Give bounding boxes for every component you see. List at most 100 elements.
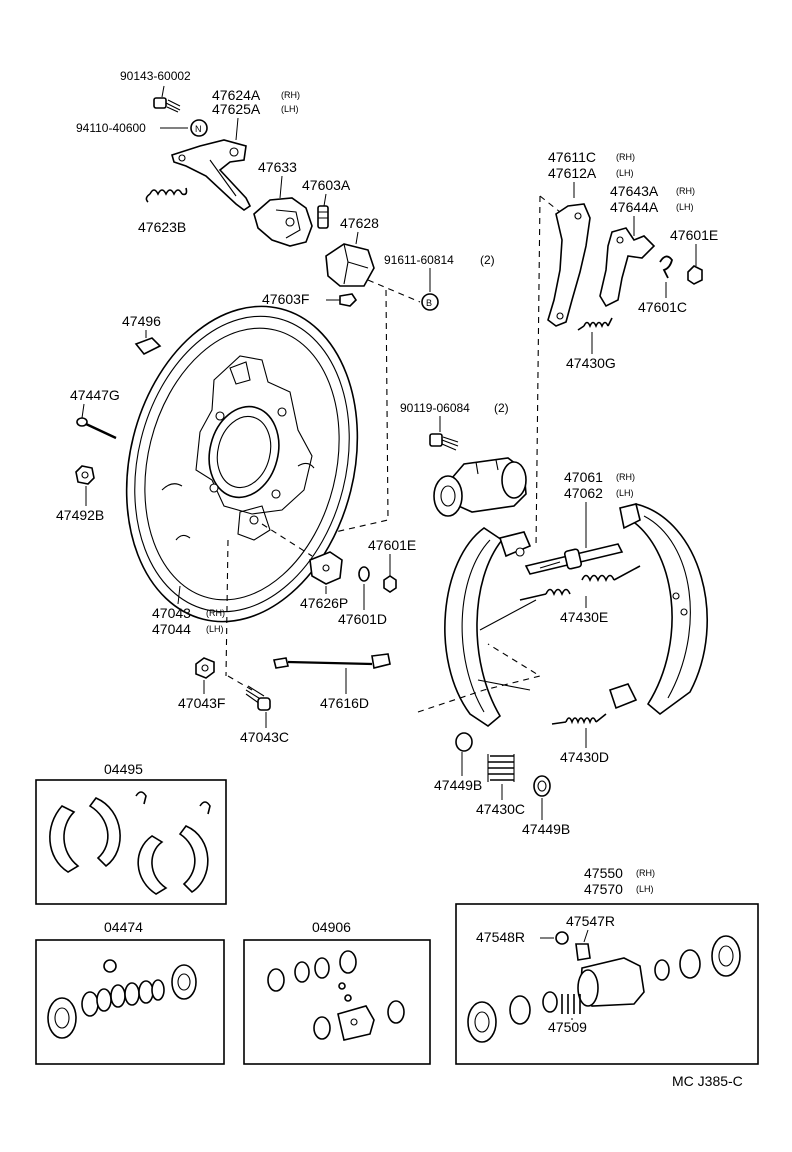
label-47643A: 47643A: [610, 183, 659, 199]
svg-text:B: B: [426, 298, 432, 308]
nut-47601E-top: [687, 265, 703, 285]
label-90119-06084-qty: (2): [494, 401, 509, 415]
label-47601E-top: 47601E: [670, 227, 718, 243]
parking-brake-lever: [171, 139, 252, 211]
label-90119-06084: 90119-06084: [400, 401, 470, 415]
label-47603A: 47603A: [302, 177, 351, 193]
spring-icon: [145, 187, 188, 203]
label-47624A: 47624A: [212, 87, 261, 103]
cap-47449B-left: [455, 732, 473, 752]
pin-47603A: [317, 205, 329, 229]
kit-box-04474: [35, 939, 225, 1065]
nut-47601E-mid: [383, 575, 397, 593]
label-47612A: 47612A: [548, 165, 597, 181]
label-47449B-right: 47449B: [522, 821, 570, 837]
parking-lever-47611C: [547, 203, 591, 327]
label-47062: 47062: [564, 485, 603, 501]
wheel-cylinder: [433, 457, 527, 517]
bolt-90119-06084: [429, 433, 459, 451]
label-47644A: 47644A: [610, 199, 659, 215]
bracket-47626P: [309, 551, 343, 585]
label-47550-rh: (RH): [636, 868, 655, 878]
label-47570-lh: (LH): [636, 884, 654, 894]
label-47430C: 47430C: [476, 801, 525, 817]
catalog-code: MC J385-C: [672, 1073, 743, 1089]
label-47601D: 47601D: [338, 611, 387, 627]
label-47611C: 47611C: [548, 149, 596, 165]
label-47044: 47044: [152, 621, 191, 637]
label-47550: 47550: [584, 865, 623, 881]
label-47496: 47496: [122, 313, 161, 329]
adjuster-block: [325, 243, 375, 287]
label-47430D: 47430D: [560, 749, 609, 765]
kit-04906-parts: [267, 950, 405, 1041]
label-91611-60814: 91611-60814: [384, 253, 454, 267]
label-47625A: 47625A: [212, 101, 261, 117]
kit-04474-parts: [47, 959, 197, 1039]
spring-47430D: [551, 713, 607, 725]
label-47611C-rh: (RH): [616, 152, 635, 162]
kit-04495-shoes: [49, 791, 211, 895]
clip-47603F: [339, 293, 358, 307]
adjuster-strut-47061: [524, 543, 624, 575]
label-47061-rh: (RH): [616, 472, 635, 482]
nut-icon: [75, 465, 95, 485]
brake-shoe-left: [444, 527, 537, 727]
label-47449B-left: 47449B: [434, 777, 482, 793]
cap-47449B-right: [533, 775, 551, 797]
label-47062-lh: (LH): [616, 488, 634, 498]
label-47623B: 47623B: [138, 219, 186, 235]
label-47447G: 47447G: [70, 387, 120, 403]
kit-box-04906: [243, 939, 431, 1065]
label-47601E-mid: 47601E: [368, 537, 416, 553]
label-91611-60814-qty: (2): [480, 253, 495, 267]
washer-47601D: [358, 566, 370, 582]
label-47547R: 47547R: [566, 913, 615, 929]
pin-47447G: [76, 417, 117, 440]
label-47625A-lh: (LH): [281, 104, 299, 114]
nut-47043F: [195, 657, 215, 679]
label-47612A-lh: (LH): [616, 168, 634, 178]
label-47061: 47061: [564, 469, 603, 485]
label-47509: 47509: [548, 1019, 587, 1035]
bolt-icon: [153, 97, 181, 113]
bolt-47043C: [245, 685, 271, 711]
plug-47496: [134, 337, 162, 356]
spring-47430E: [519, 565, 641, 601]
kit-box-04495: [35, 779, 227, 905]
parking-strut: [253, 197, 313, 247]
label-47643A-rh: (RH): [676, 186, 695, 196]
label-47601C: 47601C: [638, 299, 687, 315]
bolt-b-marker: B: [421, 293, 439, 311]
label-04906: 04906: [312, 919, 351, 935]
label-04495: 04495: [104, 761, 143, 777]
label-94110-40600: 94110-40600: [76, 121, 146, 135]
svg-text:N: N: [195, 124, 202, 134]
label-47603F: 47603F: [262, 291, 309, 307]
adjusting-lever-47643A: [599, 227, 656, 308]
label-47626P: 47626P: [300, 595, 348, 611]
label-47043F: 47043F: [178, 695, 225, 711]
label-90143-60002: 90143-60002: [120, 69, 191, 83]
label-47430G: 47430G: [566, 355, 616, 371]
label-47624A-rh: (RH): [281, 90, 300, 100]
label-47043: 47043: [152, 605, 191, 621]
nut-n-marker: N: [190, 119, 208, 137]
label-47430E: 47430E: [560, 609, 608, 625]
label-47044-lh: (LH): [206, 624, 224, 634]
backing-plate: [125, 305, 359, 623]
label-47043C: 47043C: [240, 729, 289, 745]
clip-47601C: [659, 255, 673, 279]
label-47043-rh: (RH): [206, 608, 225, 618]
label-47570: 47570: [584, 881, 623, 897]
label-47548R: 47548R: [476, 929, 525, 945]
spring-47430G: [577, 317, 613, 331]
brake-shoe-right: [608, 503, 709, 716]
kit-47550-parts: [467, 931, 741, 1043]
label-47644A-lh: (LH): [676, 202, 694, 212]
label-47492B: 47492B: [56, 507, 104, 523]
label-47616D: 47616D: [320, 695, 369, 711]
label-47628: 47628: [340, 215, 379, 231]
spring-47430C: [487, 754, 515, 782]
